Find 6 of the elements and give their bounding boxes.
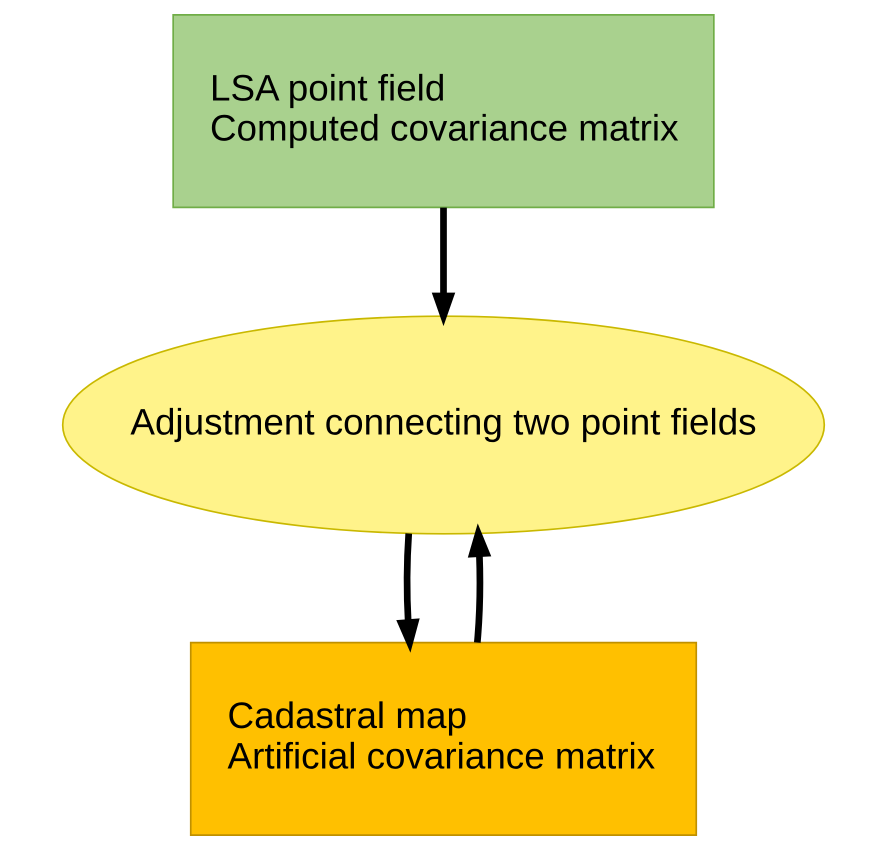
arrow [396, 533, 420, 653]
node-ellipse: Adjustment connecting two point fields [61, 315, 825, 535]
arrow [467, 523, 491, 643]
arrow [431, 208, 455, 326]
node-box: LSA point field Computed covariance matrix [172, 14, 714, 208]
node-box: Cadastral map Artificial covariance matrix [189, 642, 697, 836]
